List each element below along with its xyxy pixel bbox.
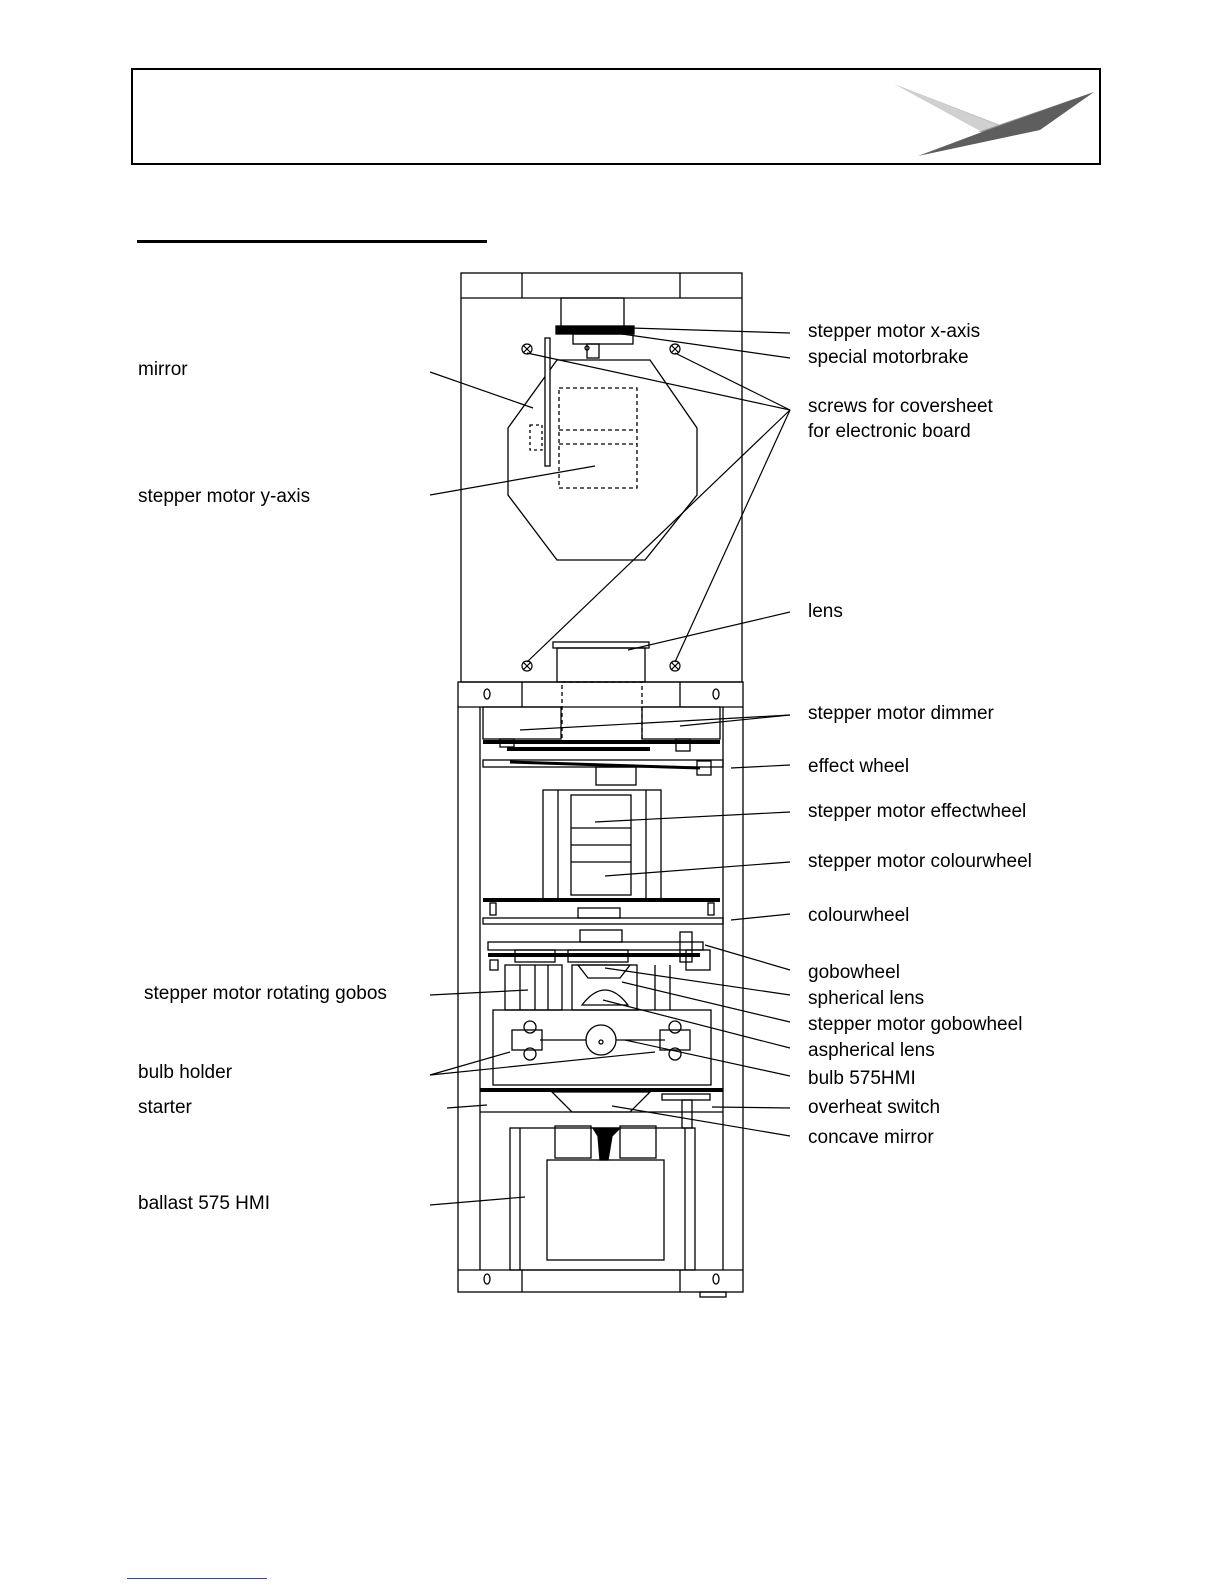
header-box: [131, 68, 1101, 165]
label-mirror: mirror: [138, 359, 188, 380]
label-stepper-motor-x-axis: stepper motor x-axis: [808, 321, 981, 342]
label-stepper-motor-colourwheel: stepper motor colourwheel: [808, 851, 1032, 872]
label-lens: lens: [808, 601, 843, 622]
label-bulb-575hmi: bulb 575HMI: [808, 1068, 916, 1089]
footer-link-underline: [127, 1578, 267, 1579]
brand-logo: [894, 84, 1094, 156]
label-aspherical-lens: aspherical lens: [808, 1040, 935, 1061]
label-special-motorbrake: special motorbrake: [808, 347, 969, 368]
label-colourwheel: colourwheel: [808, 905, 910, 926]
label-bulb-holder: bulb holder: [138, 1062, 233, 1083]
label-overheat-switch: overheat switch: [808, 1097, 941, 1118]
label-screws-line2: for electronic board: [808, 421, 971, 442]
label-ballast-575-hmi: ballast 575 HMI: [138, 1193, 271, 1214]
label-stepper-motor-dimmer: stepper motor dimmer: [808, 703, 994, 724]
label-gobowheel: gobowheel: [808, 962, 900, 983]
title-underline: [137, 240, 487, 243]
label-spherical-lens: spherical lens: [808, 988, 925, 1009]
label-effect-wheel: effect wheel: [808, 756, 910, 777]
label-screws-line1: screws for coversheet: [808, 396, 993, 417]
label-stepper-motor-gobowheel: stepper motor gobowheel: [808, 1014, 1023, 1035]
label-stepper-motor-effectwheel: stepper motor effectwheel: [808, 801, 1027, 822]
label-stepper-motor-y-axis: stepper motor y-axis: [138, 486, 311, 507]
label-starter: starter: [138, 1097, 192, 1118]
label-stepper-motor-rotating-gobos: stepper motor rotating gobos: [144, 983, 387, 1004]
label-concave-mirror: concave mirror: [808, 1127, 934, 1148]
